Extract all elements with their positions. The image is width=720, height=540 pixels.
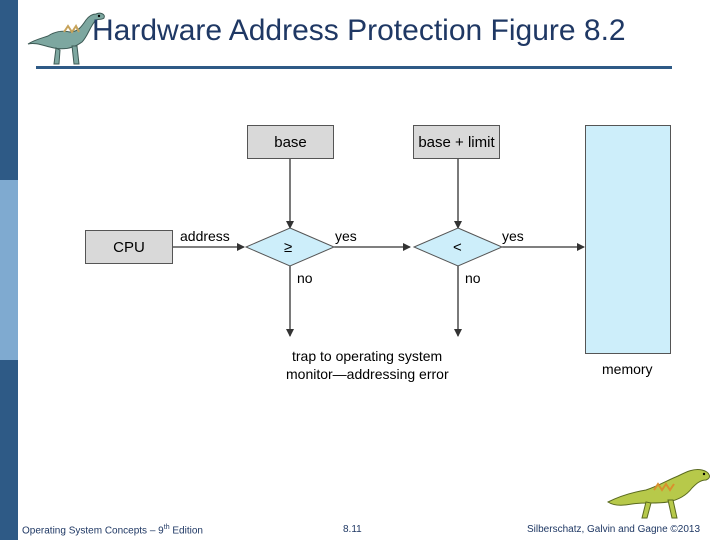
cpu-label: CPU <box>113 238 145 256</box>
no-label-lt: no <box>465 270 481 286</box>
ge-symbol: ≥ <box>284 239 293 256</box>
lt-symbol: < <box>453 239 462 256</box>
yes-label-ge: yes <box>335 228 357 244</box>
compare-lt-diamond <box>412 227 504 267</box>
yes-label-lt: yes <box>502 228 524 244</box>
base-label: base <box>274 133 307 151</box>
dinosaur-footer-icon <box>607 469 710 519</box>
base-limit-label: base + limit <box>418 133 495 151</box>
title-divider <box>36 66 672 69</box>
slide-title: Hardware Address Protection Figure 8.2 <box>92 14 626 47</box>
sidebar-band-bottom <box>0 360 18 540</box>
footer-book-title: Operating System Concepts – 9th Edition <box>22 524 203 536</box>
compare-ge-diamond <box>244 227 336 267</box>
dinosaur-logo-icon <box>27 12 105 65</box>
trap-label-line1: trap to operating system <box>292 348 443 364</box>
memory-label: memory <box>602 361 653 377</box>
footer-book-prefix: Operating System Concepts – 9 <box>22 525 164 537</box>
no-label-ge: no <box>297 270 313 286</box>
memory-block <box>585 125 671 354</box>
sidebar-band-top <box>0 0 18 180</box>
limit-register-box: base + limit <box>413 125 500 159</box>
footer-copyright: Silberschatz, Galvin and Gagne ©2013 <box>527 524 701 535</box>
base-register-box: base <box>247 125 334 159</box>
sidebar-band-middle <box>0 180 18 360</box>
footer-page-number: 8.11 <box>343 524 362 535</box>
footer-book-sup: th <box>163 524 170 531</box>
trap-label-line2: monitor—addressing error <box>286 366 449 382</box>
footer-book-suffix: Edition <box>169 525 203 537</box>
cpu-box: CPU <box>85 230 173 264</box>
address-label: address <box>180 228 230 244</box>
